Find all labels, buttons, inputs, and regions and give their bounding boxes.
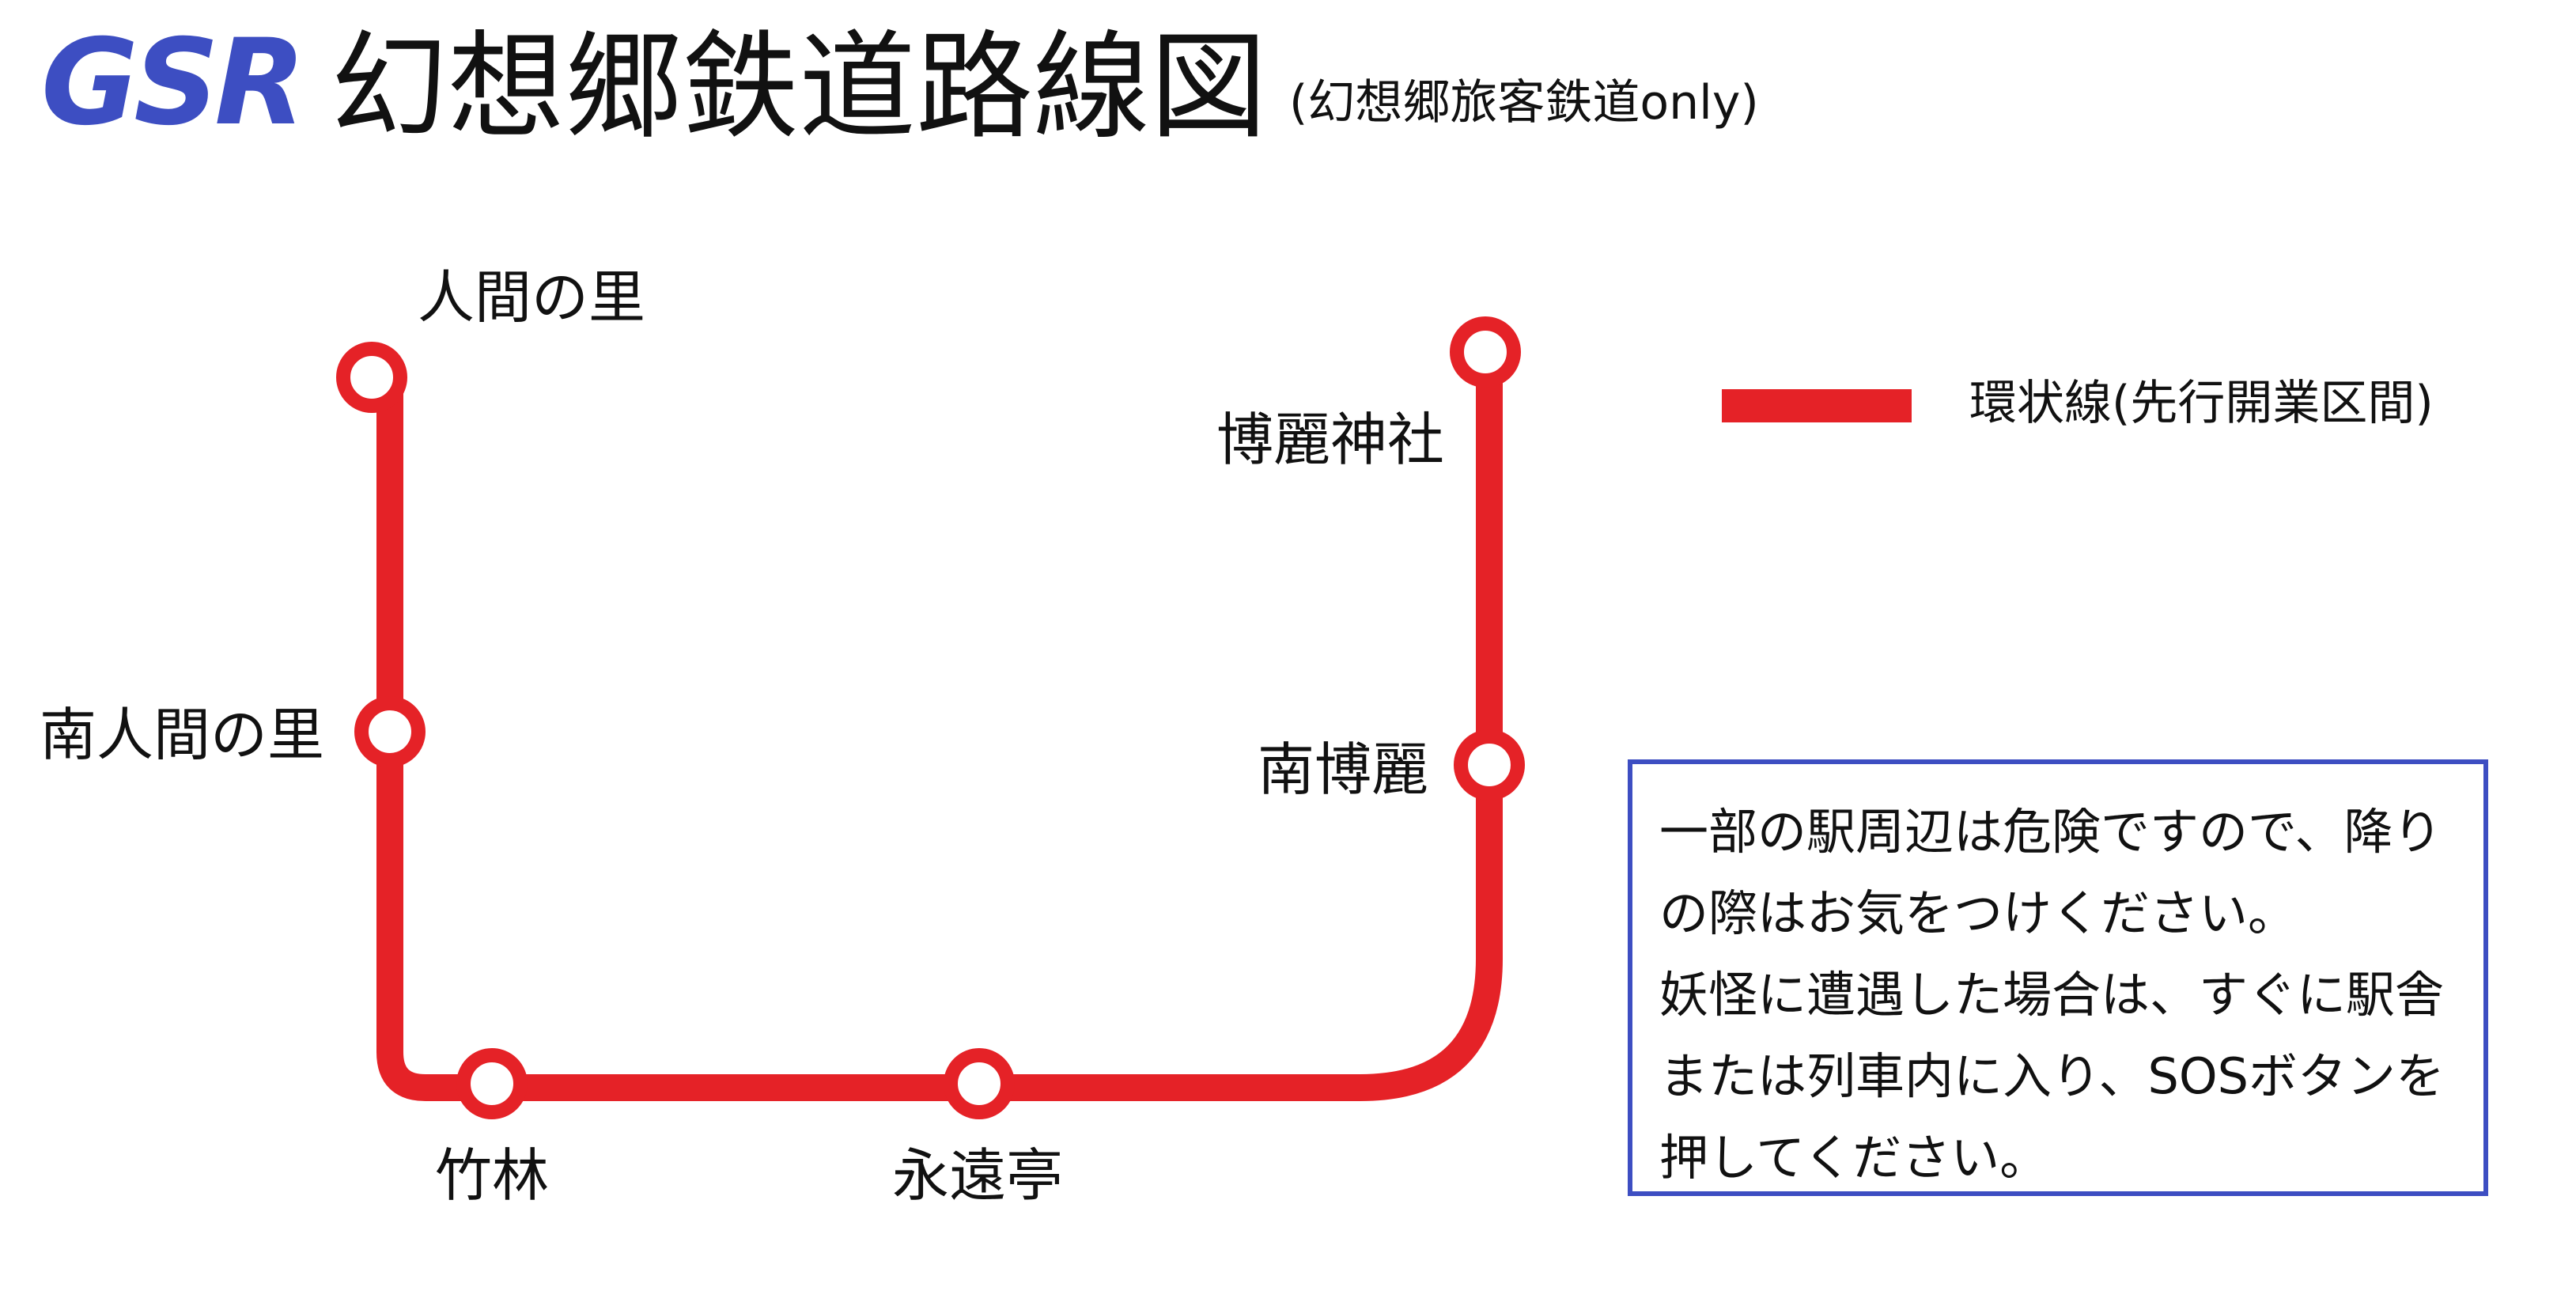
station-label-minami-ningen-no-sato: 南人間の里 (40, 702, 325, 768)
safety-notice-box: 一部の駅周辺は危険ですので、降り の際はお気をつけください。 妖怪に遭遇した場合… (1628, 759, 2488, 1196)
notice-line: 妖怪に遭遇した場合は、すぐに駅舎 (1659, 966, 2445, 1024)
station-marker (336, 342, 407, 413)
station-label-chikurin: 竹林 (435, 1142, 550, 1209)
station-markers (336, 316, 1525, 1119)
legend-line-swatch (1722, 389, 1912, 422)
station-label-hakurei-jinja: 博麗神社 (1216, 407, 1445, 473)
station-marker (944, 1048, 1015, 1119)
station-marker (1450, 316, 1521, 388)
station-marker (354, 696, 426, 767)
notice-line: の際はお気をつけください。 (1659, 884, 2298, 942)
gsr-logo: GSR (41, 14, 306, 152)
notice-line: または列車内に入り、SOSボタンを (1659, 1047, 2445, 1105)
station-label-ningen-no-sato: 人間の里 (418, 264, 646, 331)
page-title: 幻想郷鉄道路線図 (331, 19, 1267, 155)
station-marker (1454, 729, 1525, 801)
station-marker (456, 1048, 528, 1119)
notice-line: 一部の駅周辺は危険ですので、降り (1659, 803, 2442, 861)
legend-label: 環状線(先行開業区間) (1969, 376, 2434, 431)
loop-line-route (376, 339, 1503, 1101)
station-label-minami-hakurei: 南博麗 (1258, 736, 1429, 803)
station-label-eientei: 永遠亭 (892, 1142, 1064, 1209)
page-subtitle: (幻想郷旅客鉄道only) (1289, 75, 1759, 131)
notice-line: 押してください。 (1659, 1129, 2049, 1187)
